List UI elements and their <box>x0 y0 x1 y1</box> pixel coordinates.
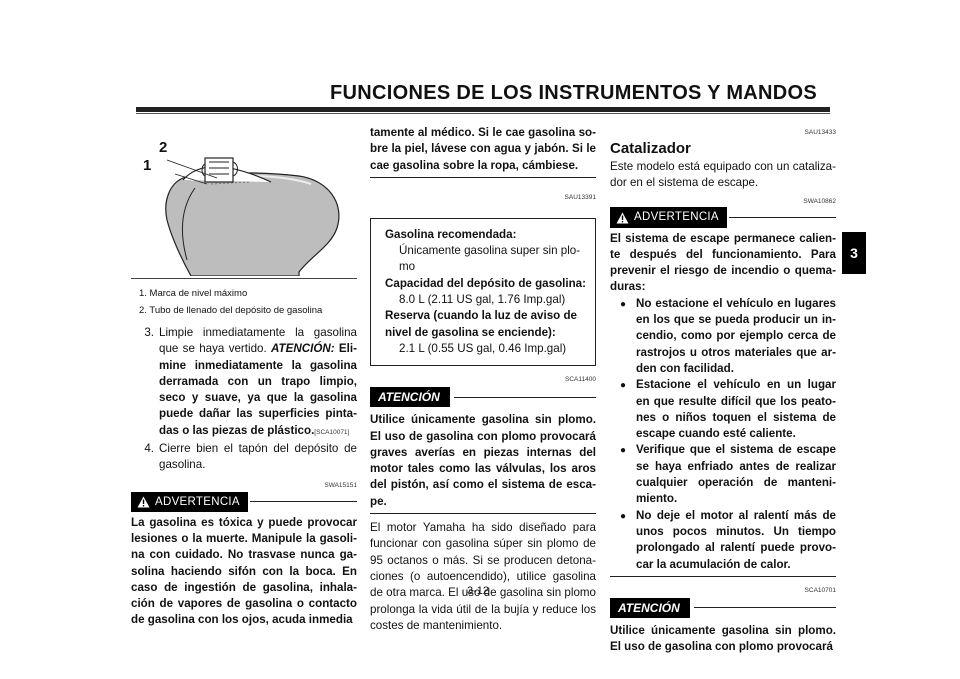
fuel-spec-box: Gasolina recomendada: Únicamente gasolin… <box>370 217 596 367</box>
warning-code: SWA10862 <box>803 197 836 205</box>
caption-2: 2. Tubo de llenado del depósito de gasol… <box>139 305 323 316</box>
caution-text: Utilice únicamente gasolina sin plomo. E… <box>370 413 596 508</box>
bullet-item: ● Verifique que el sistema de escape se h… <box>610 442 836 507</box>
bullet-item: ● No deje el motor al ralentí más de unos… <box>610 508 836 573</box>
warning-end-rule <box>370 176 596 178</box>
caution-code: SCA10701 <box>804 586 836 594</box>
intro-text: Este modelo está equipado con un cataliz… <box>610 160 836 190</box>
caution-code: SCA11400 <box>565 376 596 384</box>
warning-label: ADVERTENCIA <box>155 495 240 508</box>
section-title: Catalizador <box>610 140 691 157</box>
caution-line <box>693 607 836 609</box>
step-number: 4. <box>144 442 154 456</box>
step-4: 4. Cierre bien el tapón del depósito de … <box>131 441 357 474</box>
sca-code: [SCA10071] <box>314 428 350 436</box>
fuel-value: Únicamente gasolina super sin plo­mo <box>399 244 581 274</box>
column-1: 2 1 1. Marca de nivel máximo 2. Tubo de … <box>131 139 357 629</box>
caption-rule <box>131 278 357 279</box>
bullet-text: No deje el motor al ralentí más de unos … <box>636 508 836 571</box>
spec-code: SAU13391 <box>564 193 596 201</box>
capacity-value: 8.0 L (2.11 US gal, 1.76 Imp.gal) <box>399 293 566 307</box>
bullet-text: No estacione el vehículo en lugares en l… <box>636 296 836 375</box>
step-number: 3. <box>144 326 154 339</box>
warning-label: ADVERTENCIA <box>634 211 719 224</box>
reserve-label: Reserva (cuando la luz de aviso de nivel… <box>385 309 578 339</box>
reserve-value: 2.1 L (0.55 US gal, 0.46 Imp.gal) <box>399 341 567 355</box>
chapter-tab[interactable]: 3 <box>842 232 866 274</box>
warning-triangle-icon <box>616 212 629 224</box>
bullet-text: Estacione el vehículo en un lugar en que… <box>636 378 836 441</box>
bullet-dot-icon: ● <box>619 510 627 522</box>
fuel-tank-illustration <box>165 157 340 276</box>
header-rule <box>136 107 830 112</box>
bullet-item: ● No estacione el vehículo en lugares en … <box>610 296 836 377</box>
warning-end-rule <box>610 575 836 577</box>
caution-header: ATENCIÓN <box>610 597 836 619</box>
step-3-text: Limpie inmediatamente la gasolina que se… <box>159 326 357 356</box>
header-rule-thin <box>136 113 830 114</box>
warning-badge: ADVERTENCIA <box>131 491 248 512</box>
step-text: Limpie inmediatamente la gasolina que se… <box>159 325 357 441</box>
warning-triangle-icon <box>137 496 150 508</box>
caution-badge: ATENCIÓN <box>370 387 450 408</box>
step-3: 3. Limpie inmediatamente la gasolina que… <box>131 325 357 441</box>
warning-line <box>728 217 836 219</box>
column-2: tamente al médico. Si le cae gasolina so… <box>370 125 596 634</box>
section-code: SAU13433 <box>804 129 836 136</box>
warning-header: ADVERTENCIA <box>131 491 357 512</box>
caution-header: ATENCIÓN <box>370 386 596 408</box>
bullet-dot-icon: ● <box>619 380 627 392</box>
step-4-text: Cierre bien el tapón del depósito de gas… <box>159 442 357 472</box>
fuel-label: Gasolina recomendada: <box>385 227 517 241</box>
warning-badge: ADVERTENCIA <box>610 207 727 228</box>
warning-text: La gasolina es tóxica y puede provocar l… <box>131 515 357 627</box>
page-number: 3-12 <box>467 585 490 597</box>
figure-label-2: 2 <box>159 139 168 156</box>
fuel-tank-figure: 2 1 <box>131 139 357 276</box>
caution-badge: ATENCIÓN <box>610 597 690 618</box>
bullet-text: Verifique que el sistema de escape se ha… <box>636 443 836 506</box>
caption-1: 1. Marca de nivel máximo <box>139 288 248 299</box>
bullet-item: ● Estacione el vehículo en un lugar en qu… <box>610 377 836 442</box>
caution-text: Utilice únicamente gasolina sin plomo. E… <box>610 623 836 654</box>
figure-label-1: 1 <box>143 157 152 174</box>
step-3-bold: Eli­mine inmediatamente la gasolina derr… <box>159 342 357 437</box>
warning-header: ADVERTENCIA <box>610 207 836 228</box>
bullet-dot-icon: ● <box>619 445 627 457</box>
caution-line <box>453 396 596 398</box>
bullet-dot-icon: ● <box>619 298 627 310</box>
body-text: El motor Yamaha ha sido diseñado para fu… <box>370 521 596 632</box>
caution-end-rule <box>370 513 596 515</box>
page-title: FUNCIONES DE LOS INSTRUMENTOS Y MANDOS <box>330 82 818 104</box>
warning-line <box>249 501 357 503</box>
warning-continued-text: tamente al médico. Si le cae gasolina so… <box>370 126 596 172</box>
warning-code: SWA15151 <box>324 481 357 489</box>
capacity-label: Capacidad del depósito de gasolina: <box>385 276 586 290</box>
atencion-label: ATENCIÓN: <box>271 342 335 356</box>
warning-text: El sistema de escape permanece calien­te… <box>610 231 836 294</box>
column-3: SAU13433 Catalizador Este modelo está eq… <box>610 125 836 655</box>
